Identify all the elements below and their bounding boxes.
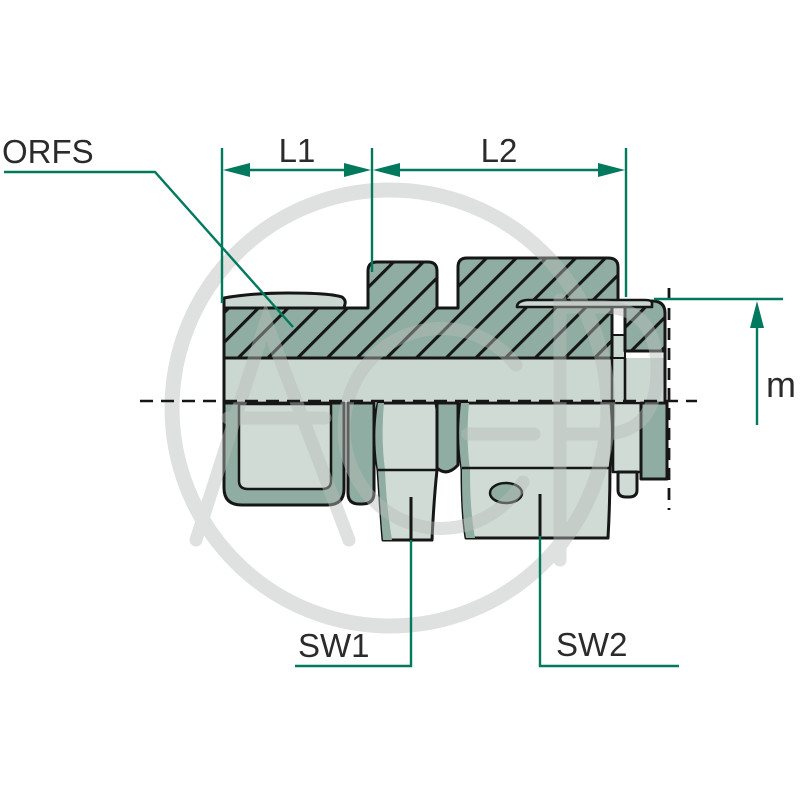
watermark — [164, 182, 664, 634]
groove-piece — [346, 401, 376, 506]
sleeve-wall-strip — [515, 298, 654, 309]
l1-label: L1 — [279, 132, 316, 169]
dimensions — [4, 148, 783, 668]
watermark-ring — [164, 182, 616, 634]
sw1-leader-line — [295, 497, 413, 668]
watermark-letter-g — [337, 322, 541, 535]
sw2-nut-shading — [459, 403, 475, 538]
orfs-leader-line — [4, 170, 294, 328]
dimension-l1 — [223, 163, 371, 177]
orfs-male-face-panel — [237, 402, 333, 491]
dimension-l2 — [373, 163, 625, 177]
body-step-notch — [611, 334, 626, 359]
external-view — [222, 401, 669, 542]
sleeve-lower-dark — [639, 401, 669, 481]
bore-band — [224, 358, 666, 401]
body-between-hexes — [435, 401, 460, 474]
watermark-letter-p — [553, 293, 664, 567]
dimension-m — [654, 297, 783, 425]
orfs-label: ORFS — [2, 133, 94, 170]
watermark-letter-a — [189, 302, 356, 547]
section-view — [222, 256, 667, 404]
sw2-nut-hole — [488, 481, 524, 505]
sw2-leader-line — [538, 494, 679, 668]
sw2-label: SW2 — [556, 626, 628, 663]
orfs-thread-strip — [222, 291, 347, 310]
sw1-hex-shading — [375, 403, 392, 540]
sw1-label: SW1 — [298, 627, 370, 664]
l2-label: L2 — [481, 132, 518, 169]
m-label: m — [766, 364, 796, 405]
sleeve-collar — [616, 470, 639, 499]
